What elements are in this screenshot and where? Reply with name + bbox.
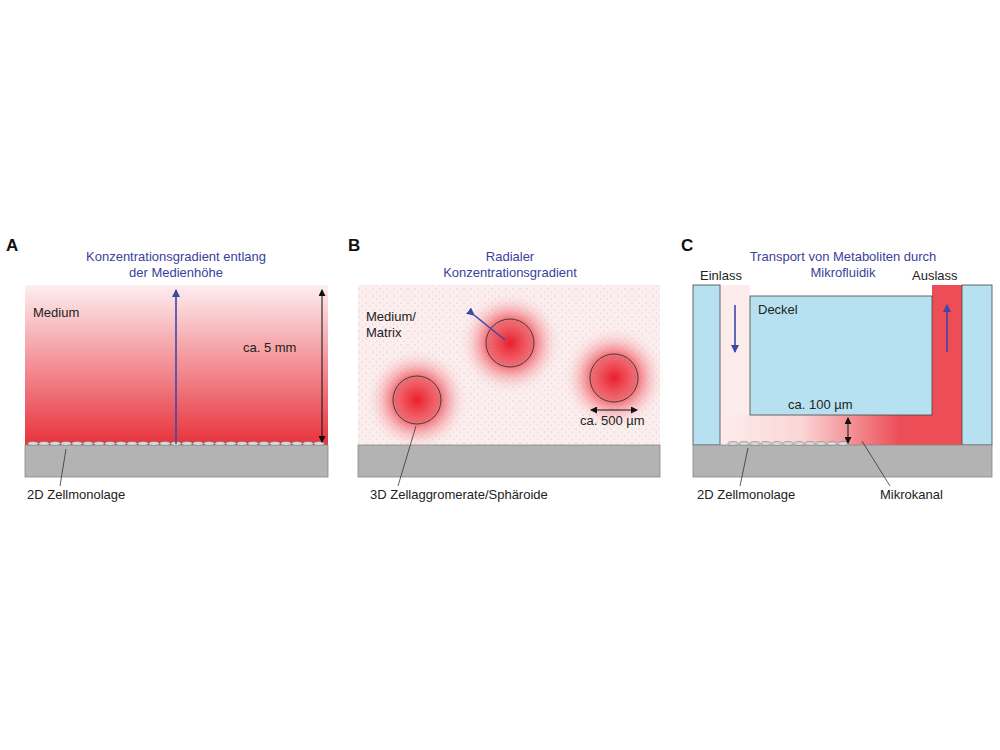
cell xyxy=(105,442,115,446)
part-label: 2D Zellmonolage xyxy=(27,487,167,503)
cell xyxy=(237,442,247,446)
panel-letter: B xyxy=(348,236,368,256)
cell xyxy=(215,442,225,446)
region-label: Deckel xyxy=(758,302,858,318)
glow xyxy=(365,348,469,452)
spheroid xyxy=(486,319,534,367)
leader-line xyxy=(862,441,890,486)
chip-wall xyxy=(962,285,992,445)
cell xyxy=(116,442,126,446)
cell xyxy=(259,442,269,446)
chip-wall xyxy=(693,285,720,445)
part-label: 3D Zellaggromerate/Sphäroide xyxy=(370,487,600,503)
cell xyxy=(270,442,280,446)
cell xyxy=(226,442,236,446)
substrate xyxy=(25,445,328,477)
region-label: Medium/ Matrix xyxy=(366,309,436,340)
cell xyxy=(182,442,192,446)
panel-title: Konzentrationsgradient entlang der Medie… xyxy=(85,249,267,280)
medium-gradient xyxy=(25,285,328,445)
spheroid-cells xyxy=(396,379,438,421)
panel-title: Radialer Konzentrationsgradient xyxy=(420,249,600,280)
cell xyxy=(816,442,826,446)
cell xyxy=(204,442,214,446)
cell xyxy=(838,442,848,446)
part-label: 2D Zellmonolage xyxy=(697,487,837,503)
medium-region: Medium/ Matrix ca. 500 µm xyxy=(358,285,660,445)
leader-line xyxy=(740,448,748,486)
lid xyxy=(750,296,932,415)
gradient-arrow xyxy=(175,290,177,444)
microchannel xyxy=(720,415,962,445)
cell xyxy=(138,442,148,446)
cell xyxy=(739,442,749,446)
cell xyxy=(28,442,38,446)
flow-arrow xyxy=(946,305,948,352)
dimension-label: ca. 100 µm xyxy=(788,397,878,413)
panel-letter: C xyxy=(681,236,701,256)
dimension-arrow xyxy=(848,418,849,443)
gradient-arrow xyxy=(474,315,505,340)
cell xyxy=(127,442,137,446)
cell xyxy=(314,442,324,446)
spheroid xyxy=(393,376,441,424)
dimension-label: ca. 5 mm xyxy=(243,340,333,356)
spheroid xyxy=(590,354,638,402)
glow xyxy=(458,291,562,395)
part-label: Auslass xyxy=(912,268,972,284)
leader-line xyxy=(398,426,416,486)
region-label: Medium xyxy=(33,305,153,321)
cell xyxy=(303,442,313,446)
cell xyxy=(149,442,159,446)
part-label: Einlass xyxy=(700,268,760,284)
cell xyxy=(50,442,60,446)
cell xyxy=(761,442,771,446)
cell xyxy=(248,442,258,446)
substrate xyxy=(693,445,992,477)
flow-arrow xyxy=(734,305,736,352)
spheroid-cells xyxy=(489,322,531,364)
spheroid-cells xyxy=(593,357,635,399)
substrate xyxy=(358,445,660,477)
part-label: Mikrokanal xyxy=(880,487,980,503)
cell xyxy=(772,442,782,446)
cell xyxy=(193,442,203,446)
cell xyxy=(794,442,804,446)
cell xyxy=(72,442,82,446)
lid-box: Deckel ca. 100 µm xyxy=(750,296,932,415)
cell xyxy=(160,442,170,446)
cell xyxy=(783,442,793,446)
dimension-arrow xyxy=(591,410,637,411)
panel-letter: A xyxy=(6,236,26,256)
outlet-channel xyxy=(932,285,962,445)
cell xyxy=(750,442,760,446)
medium-region: Mediumca. 5 mm xyxy=(25,285,328,445)
cell-monolayer xyxy=(728,442,848,446)
cell xyxy=(61,442,71,446)
cell xyxy=(728,442,738,446)
cell xyxy=(292,442,302,446)
cell xyxy=(827,442,837,446)
cell xyxy=(94,442,104,446)
panel-title: Transport von Metaboliten durch Mikroflu… xyxy=(748,249,938,280)
cell xyxy=(39,442,49,446)
cell xyxy=(805,442,815,446)
cell xyxy=(281,442,291,446)
cell xyxy=(83,442,93,446)
dimension-arrow xyxy=(322,290,323,442)
leader-line xyxy=(60,449,66,486)
glow xyxy=(562,326,666,430)
dimension-label: ca. 500 µm xyxy=(580,413,660,429)
